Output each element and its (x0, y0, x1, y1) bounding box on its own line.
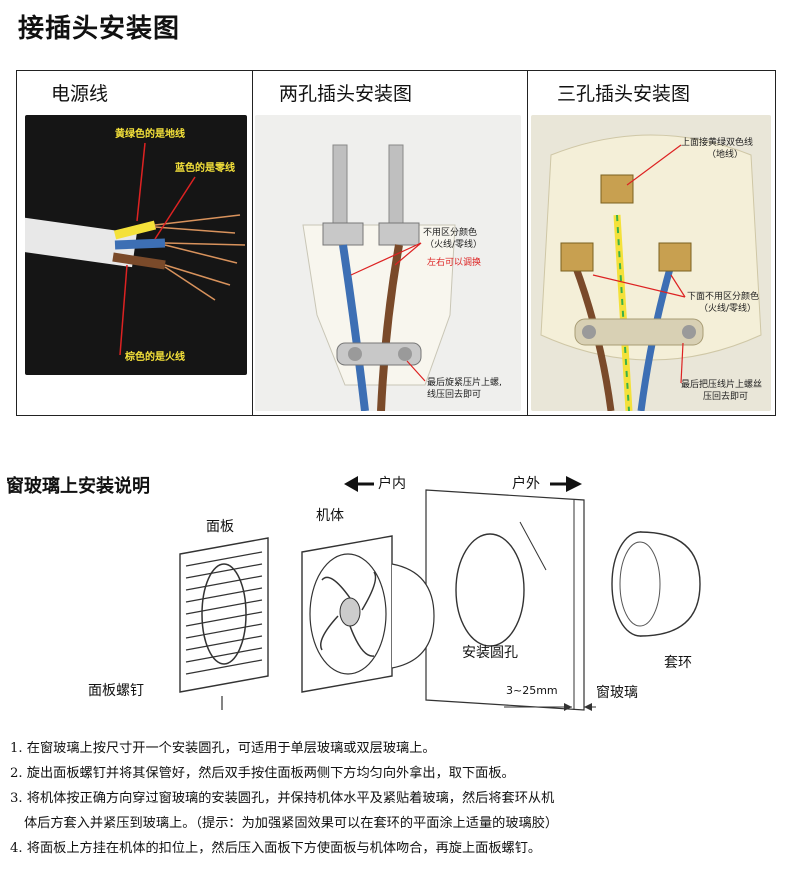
no-color-sub-label: （火线/零线） (425, 238, 482, 250)
two-pin-screw-sub-label: 线压回去即可 (427, 388, 481, 400)
panel-grille (179, 537, 269, 710)
arrow-left-icon (344, 476, 358, 492)
panel-label: 面板 (206, 519, 234, 535)
swap-label: 左右可以调换 (427, 256, 481, 268)
glass-label: 窗玻璃 (596, 685, 638, 701)
live-label: 棕色的是火线 (124, 350, 185, 363)
wiring-table: 电源线 黄绿色的是地线 蓝色的是零线 棕色的是火线 两孔插头安装图 (16, 70, 776, 416)
step-2: 2. 旋出面板螺钉并将其保管好，然后双手按住面板两侧下方均匀向外拿出，取下面板。 (10, 766, 515, 781)
step-4: 4. 将面板上方挂在机体的扣位上，然后压入面板下方使面板与机体吻合，再旋上面板螺… (10, 841, 542, 856)
hole-label: 安装圆孔 (462, 645, 518, 661)
outdoor-label: 户外 (512, 476, 540, 492)
two-pin-photo-svg: 不用区分颜色 （火线/零线） 左右可以调换 最后旋紧压片上螺, 线压回去即可 (255, 115, 521, 411)
three-pin-photo-svg: 上面接黄绿双色线 （地线） 下面不用区分颜色 （火线/零线） 最后把压线片上螺丝… (531, 115, 771, 411)
arrow-right-icon (566, 476, 582, 492)
thickness-label: 3~25mm (506, 684, 558, 697)
three-pin-heading: 三孔插头安装图 (557, 83, 691, 105)
panel-screw-label: 面板螺钉 (88, 683, 144, 699)
three-top-sub-label: （地线） (707, 148, 743, 160)
window-install-diagram (179, 476, 701, 711)
three-screw-sub-label: 压回去即可 (703, 390, 748, 402)
cable-photo: 黄绿色的是地线 蓝色的是零线 棕色的是火线 (25, 115, 247, 375)
mounting-ring (611, 531, 701, 637)
ring-label: 套环 (664, 655, 692, 671)
three-bottom-sub-label: （火线/零线） (699, 302, 756, 314)
ground-label: 黄绿色的是地线 (115, 127, 185, 140)
column-divider (527, 71, 528, 415)
indoor-label: 户内 (378, 476, 406, 492)
step-3: 3. 将机体按正确方向穿过窗玻璃的安装圆孔，并保持机体水平及紧贴着玻璃，然后将套… (10, 791, 555, 806)
three-pin-photo: 上面接黄绿双色线 （地线） 下面不用区分颜色 （火线/零线） 最后把压线片上螺丝… (531, 115, 771, 411)
no-color-label: 不用区分颜色 (423, 226, 477, 238)
fan-body (301, 535, 435, 693)
cable-heading: 电源线 (51, 83, 109, 105)
column-divider (252, 71, 253, 415)
three-screw-label: 最后把压线片上螺丝 (681, 378, 762, 390)
two-pin-screw-label: 最后旋紧压片上螺, (427, 376, 502, 388)
step-3-cont: 体后方套入并紧压到玻璃上。（提示：为加强紧固效果可以在套环的平面涂上适量的玻璃胶… (24, 816, 559, 831)
three-bottom-label: 下面不用区分颜色 (687, 290, 759, 302)
three-top-label: 上面接黄绿双色线 (681, 136, 753, 148)
neutral-label: 蓝色的是零线 (175, 161, 235, 174)
instructions-list: 1. 在窗玻璃上按尺寸开一个安装圆孔，可适用于单层玻璃或双层玻璃上。 2. 旋出… (10, 736, 782, 861)
step-1: 1. 在窗玻璃上按尺寸开一个安装圆孔，可适用于单层玻璃或双层玻璃上。 (10, 741, 436, 756)
page-title: 接插头安装图 (18, 14, 181, 44)
two-pin-heading: 两孔插头安装图 (279, 83, 413, 105)
window-section-title: 窗玻璃上安装说明 (6, 476, 150, 497)
two-pin-photo: 不用区分颜色 （火线/零线） 左右可以调换 最后旋紧压片上螺, 线压回去即可 (255, 115, 521, 411)
cable-photo-svg: 黄绿色的是地线 蓝色的是零线 棕色的是火线 (25, 115, 247, 375)
body-label: 机体 (316, 508, 344, 524)
mounting-hole (455, 533, 525, 647)
